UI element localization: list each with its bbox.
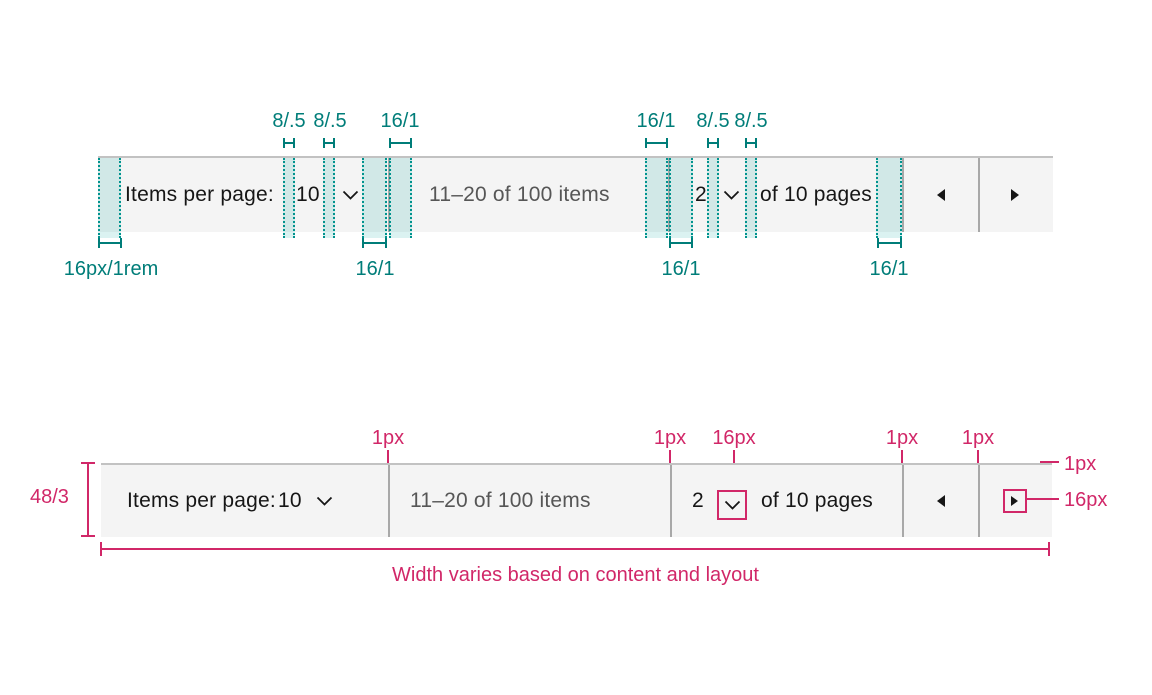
height-bracket-tick [81, 535, 95, 537]
spacing-measure-label: 16/1 [661, 258, 701, 280]
caret-right-icon [1010, 188, 1021, 202]
spacing-highlight [745, 158, 757, 238]
range-text: 11–20 of 100 items [429, 183, 610, 206]
next-page-button[interactable] [978, 465, 1052, 537]
chevron-down-icon[interactable] [724, 500, 741, 510]
spacing-measure-label: 16/1 [380, 110, 420, 132]
caret-left-icon [935, 188, 946, 202]
px-annotation-label: 1px [885, 427, 919, 449]
spacing-measure-label: 8/.5 [313, 110, 347, 132]
spacing-highlight [707, 158, 719, 238]
annotation-leader [669, 450, 671, 463]
measure-bracket [877, 238, 902, 248]
spacing-highlight [669, 158, 693, 238]
items-per-page-label: Items per page: [125, 183, 274, 206]
page-size-value[interactable]: 10 [296, 183, 320, 206]
spacing-measure-label: 8/.5 [696, 110, 730, 132]
measure-bracket [707, 138, 719, 148]
px-annotation-label: 16px [1064, 489, 1108, 511]
width-measure-tick [100, 542, 102, 556]
measure-bracket [283, 138, 295, 148]
spacing-measure-label: 16px/1rem [63, 258, 159, 280]
previous-page-button[interactable] [902, 158, 978, 232]
spacing-highlight [362, 158, 387, 238]
height-measure-label: 48/3 [30, 486, 69, 508]
spacing-highlight [389, 158, 412, 238]
measure-bracket [98, 238, 122, 248]
width-caption: Width varies based on content and layout [392, 564, 759, 586]
measure-bracket [745, 138, 757, 148]
chevron-down-icon[interactable] [316, 465, 333, 537]
pages-text: of 10 pages [761, 489, 873, 512]
icon-highlight-box [717, 490, 747, 520]
annotation-leader [901, 450, 903, 463]
caret-left-icon [935, 494, 946, 508]
spacing-highlight [283, 158, 295, 238]
section-divider [902, 465, 904, 537]
annotation-leader [1027, 498, 1059, 500]
chevron-down-icon[interactable] [723, 158, 740, 232]
spacing-highlight [98, 158, 121, 238]
page-size-value[interactable]: 10 [278, 489, 302, 512]
section-divider [388, 465, 390, 537]
section-divider [978, 465, 980, 537]
px-annotation-label: 1px [1064, 453, 1097, 475]
measure-bracket [669, 238, 693, 248]
previous-page-button[interactable] [902, 465, 978, 537]
measure-bracket [645, 138, 668, 148]
chevron-down-icon[interactable] [342, 158, 359, 232]
next-page-button[interactable] [978, 158, 1053, 232]
spacing-highlight [323, 158, 335, 238]
spacing-measure-label: 16/1 [636, 110, 676, 132]
width-measure-line [101, 548, 1050, 550]
pagination-bar-spacing: Items per page: 10 11–20 of 100 items 2 … [98, 156, 1053, 232]
measure-bracket [362, 238, 387, 248]
spacing-measure-label: 16/1 [869, 258, 909, 280]
measure-bracket [389, 138, 412, 148]
measure-bracket [323, 138, 335, 148]
section-divider [670, 465, 672, 537]
px-annotation-label: 1px [653, 427, 687, 449]
section-divider [978, 158, 980, 232]
spacing-measure-label: 16/1 [355, 258, 395, 280]
height-bracket-tick [81, 462, 95, 464]
px-annotation-label: 1px [961, 427, 995, 449]
annotation-leader [387, 450, 389, 463]
annotation-leader [977, 450, 979, 463]
px-annotation-label: 1px [371, 427, 405, 449]
spacing-highlight [876, 158, 902, 238]
caret-right-icon [1010, 495, 1020, 507]
current-page-value[interactable]: 2 [695, 183, 707, 206]
current-page-value[interactable]: 2 [692, 489, 704, 512]
width-measure-tick [1048, 542, 1050, 556]
icon-highlight-box [1003, 489, 1027, 513]
annotation-leader [1040, 461, 1059, 463]
px-annotation-label: 16px [712, 427, 756, 449]
height-bracket-line [87, 463, 89, 536]
pagination-bar-structure: Items per page: 10 11–20 of 100 items 2 … [101, 463, 1052, 537]
range-text: 11–20 of 100 items [410, 489, 591, 512]
items-per-page-label: Items per page: [127, 489, 276, 512]
pages-text: of 10 pages [760, 183, 872, 206]
spacing-measure-label: 8/.5 [734, 110, 768, 132]
spacing-measure-label: 8/.5 [272, 110, 306, 132]
section-divider [902, 158, 904, 232]
spacing-highlight [645, 158, 668, 238]
